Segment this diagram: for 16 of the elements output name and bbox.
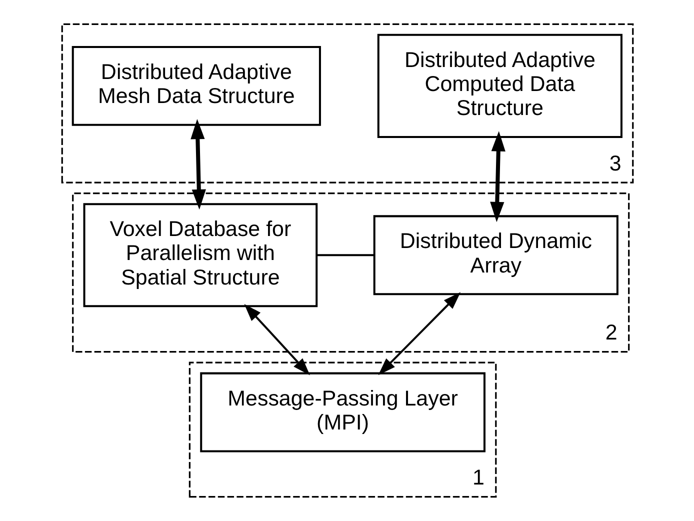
node-box: Voxel Database for Parallelism with Spatial Structure [82, 203, 318, 308]
node-box: Distributed Adaptive Mesh Data Structure [71, 46, 320, 126]
node-label: 2 [604, 320, 617, 344]
cluster [72, 192, 630, 353]
cluster [188, 362, 496, 498]
node-box: Distributed Dynamic Array [372, 215, 618, 296]
node-label: 1 [472, 466, 484, 490]
arrow [244, 304, 310, 376]
node-box: Distributed Adaptive Computed Data Structure [376, 34, 622, 138]
connector [316, 254, 374, 256]
node-box: Message-Passing Layer (MPI) [200, 372, 485, 452]
arrow [190, 118, 206, 210]
arrow [490, 131, 505, 222]
arrow [378, 292, 460, 376]
node-label: 3 [608, 151, 621, 176]
cluster [60, 23, 634, 184]
